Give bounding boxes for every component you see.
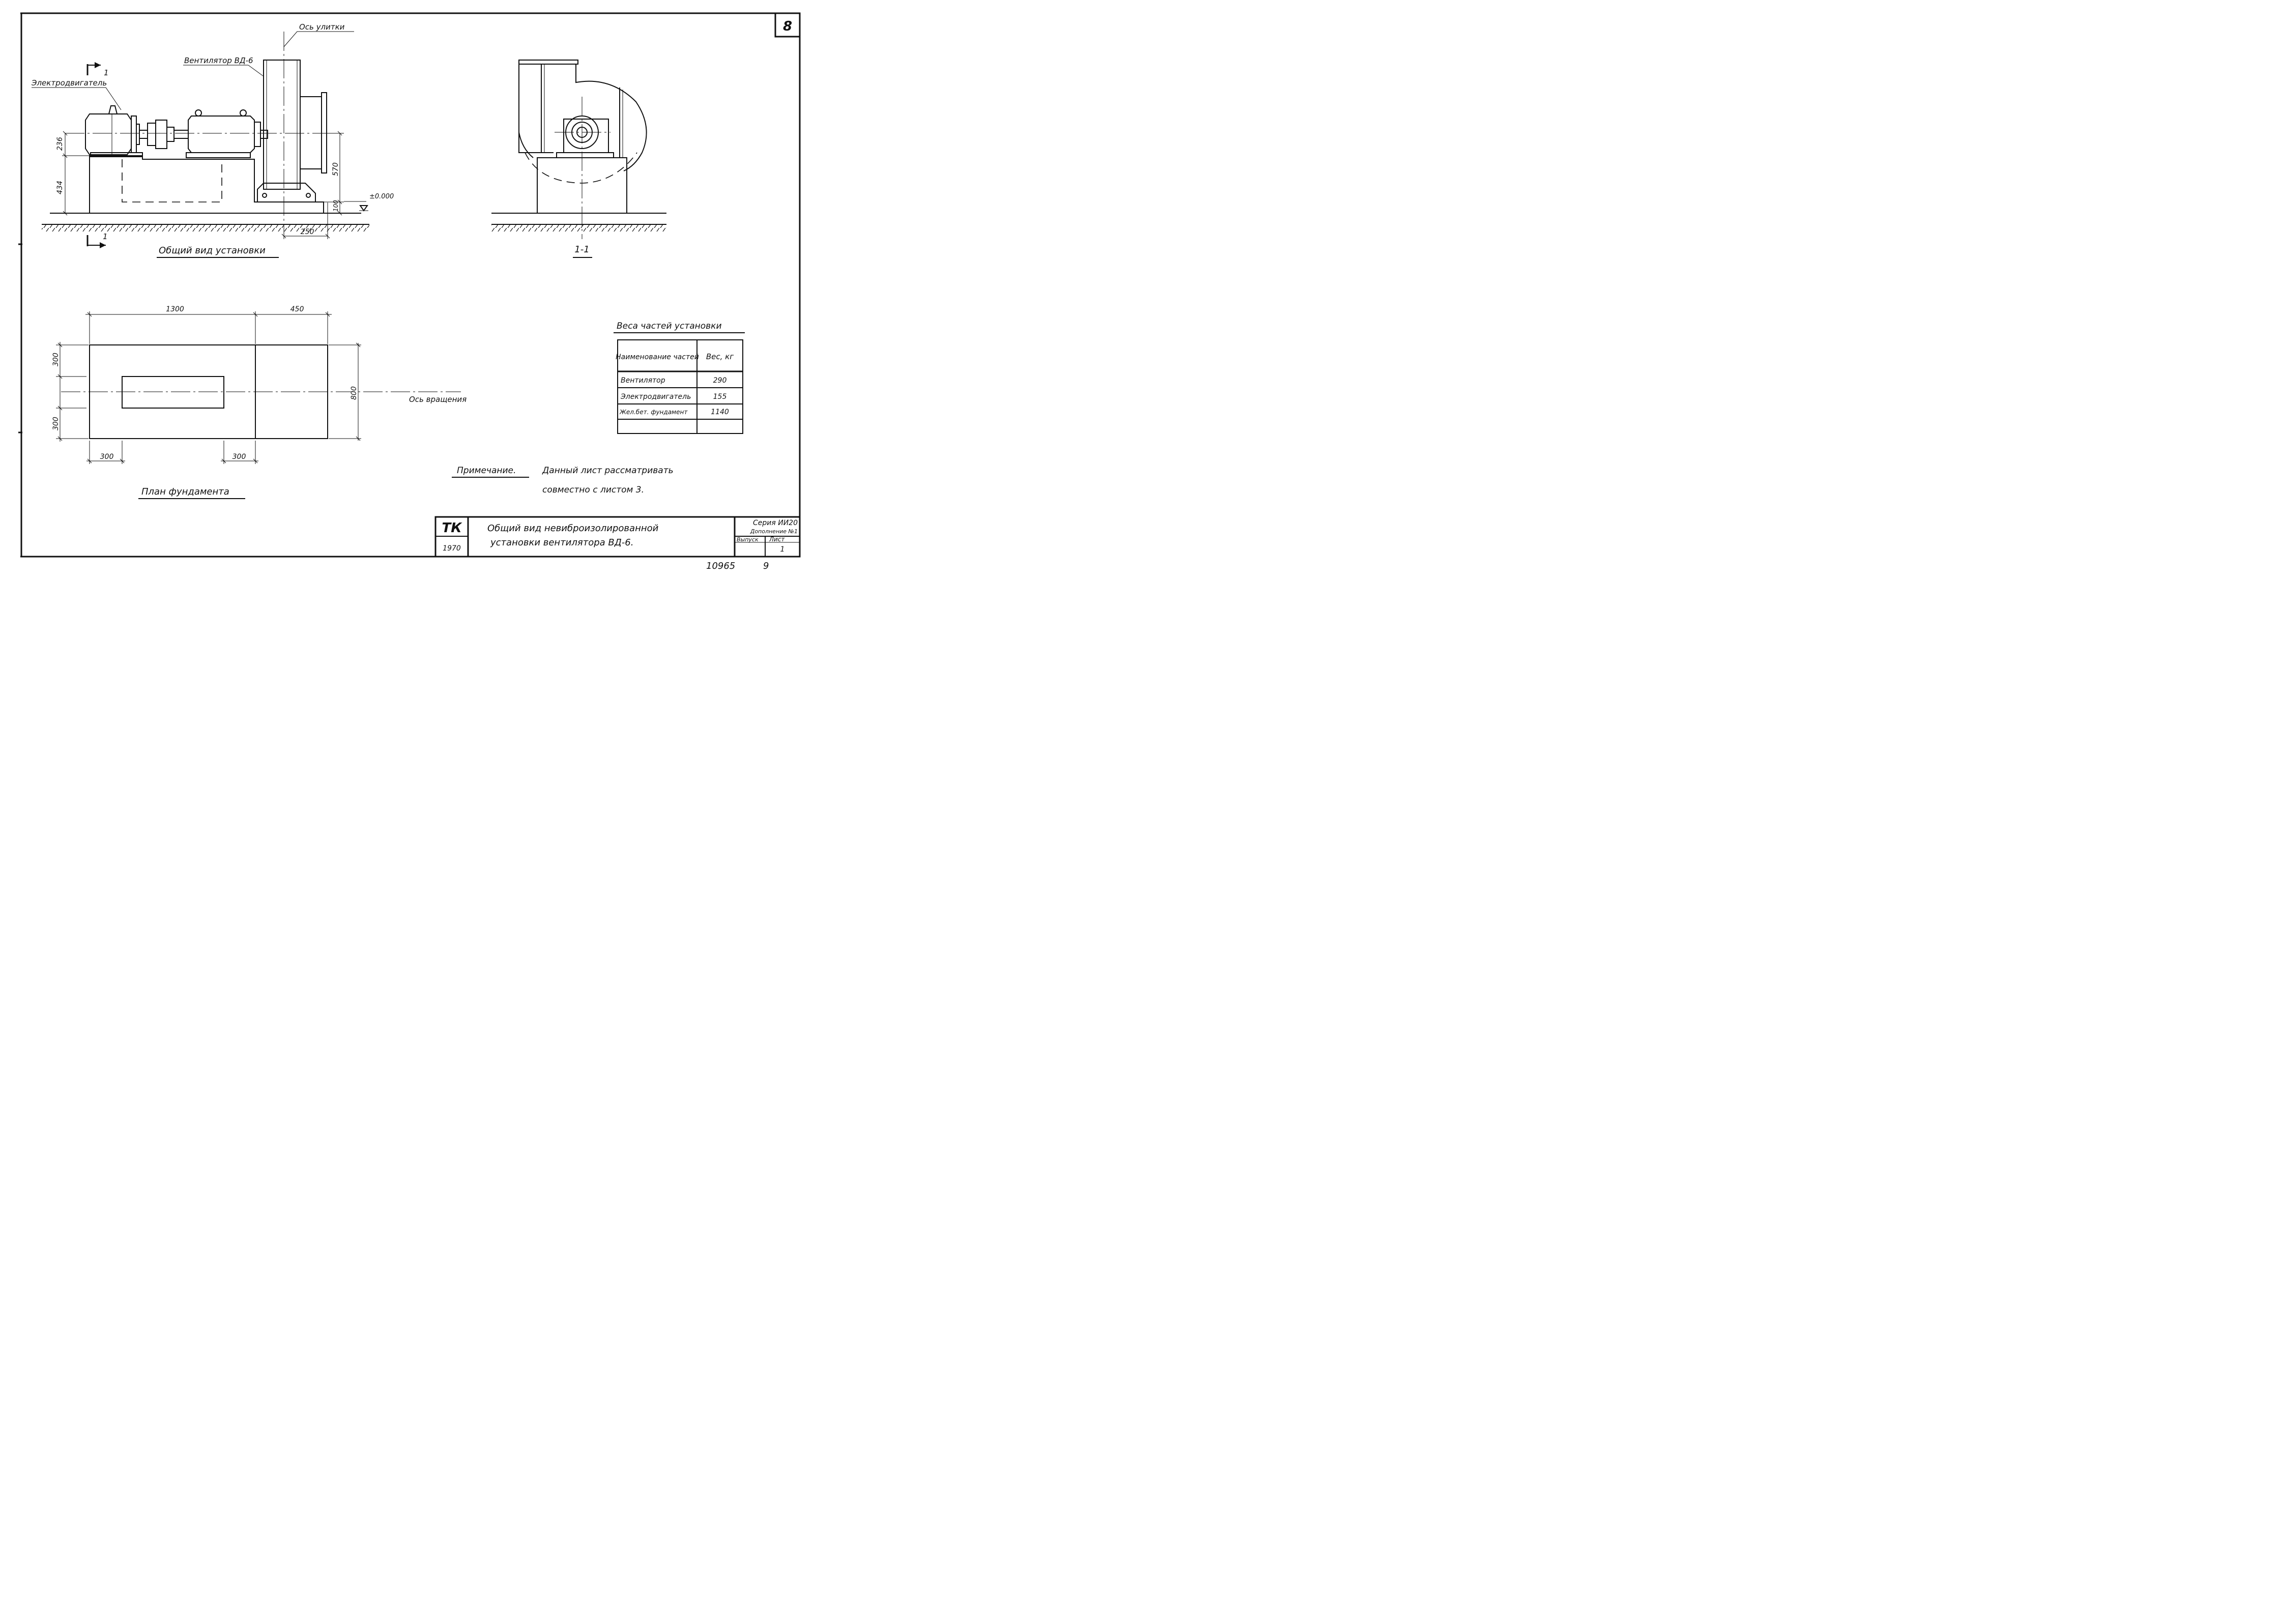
sheet-label: Лист [769, 536, 785, 543]
dim-width: 800 [350, 386, 358, 400]
title-block: ТК 1970 Общий вид невиброизолированной у… [434, 516, 801, 558]
sheet-frame [18, 12, 801, 558]
dim-recess-right: 300 [232, 453, 246, 461]
row-weight: 1140 [711, 408, 729, 416]
row-weight: 155 [713, 393, 727, 401]
foundation [89, 155, 324, 214]
electric-motor [85, 105, 143, 157]
note-label: Примечание. [457, 466, 516, 476]
note: Примечание. Данный лист рассматривать со… [452, 466, 674, 495]
section-1-1: 1-1 [491, 60, 666, 258]
year: 1970 [443, 544, 461, 553]
dim-shaft-height: 236 [56, 137, 64, 151]
note-line-1: Данный лист рассматривать [542, 466, 674, 476]
sheet-number-box: 8 [774, 12, 801, 38]
level-mark: ±0.000 [369, 193, 394, 200]
dim-offset: 250 [301, 228, 314, 236]
header-name: Наименование частей [616, 353, 699, 361]
fan-vd6 [257, 60, 327, 202]
fan-housing-section [518, 60, 647, 171]
drawing-title-2: установки вентилятора ВД-6. [490, 537, 633, 548]
row-name: Жел.бет. фундамент [619, 409, 688, 416]
volute-axis-label: Ось улитки [299, 22, 345, 32]
archive-number: 10965 [706, 561, 735, 571]
coupling [139, 120, 189, 149]
rotation-axis-label: Ось вращения [409, 395, 467, 404]
supplement: Дополнение №1 [750, 528, 798, 535]
issue-label: Выпуск [737, 536, 759, 543]
row-name: Электродвигатель [620, 393, 691, 401]
dim-fan-outlet: 570 [332, 162, 340, 176]
svg-text:1: 1 [103, 232, 108, 241]
plan-title: План фундамента [141, 486, 229, 497]
weights-table: Веса частей установки Наименование часте… [614, 321, 745, 434]
section-mark-top: 1 [86, 62, 109, 77]
weights-table-title: Веса частей установки [617, 321, 722, 331]
dim-foundation-height: 434 [56, 181, 64, 194]
dim-length-main: 1300 [166, 305, 184, 313]
motor-label: Электродвигатель [31, 78, 107, 88]
bearing-section [556, 115, 614, 158]
general-view-title: Общий вид установки [159, 245, 266, 256]
note-line-2: совместно с листом 3. [542, 485, 644, 495]
bearing-housing [186, 109, 268, 158]
section-title: 1-1 [574, 244, 589, 255]
drawing-sheet: 8 [18, 12, 801, 571]
header-weight: Вес, кг [706, 352, 734, 361]
series: Серия ИИ20 [753, 519, 798, 527]
dim-recess-left: 300 [100, 453, 114, 461]
foundation-plan: 1300 450 800 300 300 300 300 Ось вращени… [52, 305, 467, 499]
dim-edge-bottom: 300 [52, 417, 60, 430]
svg-text:1: 1 [104, 68, 109, 77]
row-weight: 290 [713, 376, 727, 385]
fan-label: Вентилятор ВД-6 [184, 56, 253, 65]
general-view: 236 434 570 100 ±0.000 250 Электродвигат… [31, 22, 394, 258]
page-number: 9 [763, 561, 769, 571]
sheet-value: 1 [780, 545, 785, 554]
drawing-title-1: Общий вид невиброизолированной [487, 523, 659, 534]
row-name: Вентилятор [621, 376, 665, 385]
footer: 10965 9 [706, 561, 769, 571]
sheet-number: 8 [783, 19, 792, 34]
org-code: ТК [442, 520, 463, 536]
dim-length-fan: 450 [290, 305, 304, 313]
section-mark-bottom: 1 [86, 232, 108, 248]
dim-edge-top: 300 [52, 353, 60, 366]
dim-plinth: 100 [332, 200, 339, 212]
